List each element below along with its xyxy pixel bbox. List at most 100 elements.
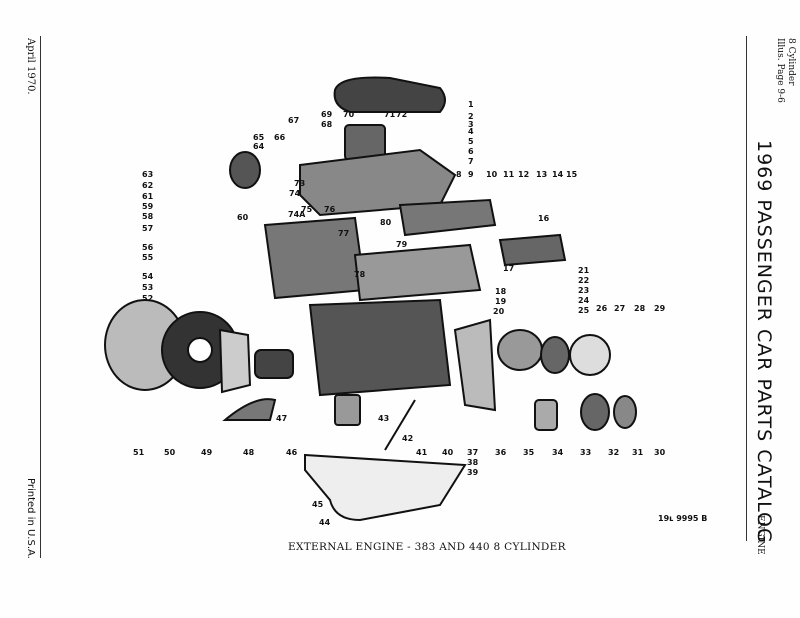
callout-30: 30 (654, 448, 666, 457)
callout-21: 21 (578, 266, 590, 275)
damper (613, 395, 637, 429)
flywheel-hub (187, 337, 213, 363)
callout-5: 5 (468, 137, 474, 146)
callout-80: 80 (380, 218, 392, 227)
alternator (229, 151, 261, 189)
callout-23: 23 (578, 286, 590, 295)
callout-58: 58 (142, 212, 154, 221)
callout-32: 32 (608, 448, 620, 457)
callout-11: 11 (503, 170, 515, 179)
callout-29: 29 (654, 304, 666, 313)
callout-3: 3 (468, 120, 474, 129)
callout-36: 36 (495, 448, 507, 457)
callout-33: 33 (580, 448, 592, 457)
callout-31: 31 (632, 448, 644, 457)
callout-10: 10 (486, 170, 498, 179)
oil-filter (534, 399, 558, 431)
callout-48: 48 (243, 448, 255, 457)
callout-7: 7 (468, 157, 474, 166)
callout-59: 59 (142, 202, 154, 211)
callout-1: 1 (468, 100, 474, 109)
adapter-plate (218, 328, 252, 394)
callout-44: 44 (319, 518, 331, 527)
callout-62: 62 (142, 181, 154, 190)
callout-9: 9 (468, 170, 474, 179)
callout-24: 24 (578, 296, 590, 305)
callout-47: 47 (276, 414, 288, 423)
callout-13: 13 (536, 170, 548, 179)
fuel-pump (334, 394, 361, 426)
callout-51: 51 (133, 448, 145, 457)
callout-12: 12 (518, 170, 530, 179)
callout-14: 14 (552, 170, 564, 179)
callout-25: 25 (578, 306, 590, 315)
callout-26: 26 (596, 304, 608, 313)
cylinder-head-left (263, 216, 367, 300)
callout-39: 39 (467, 468, 479, 477)
inspection-cover (222, 398, 277, 421)
callout-35: 35 (523, 448, 535, 457)
callout-50: 50 (164, 448, 176, 457)
callout-46: 46 (286, 448, 298, 457)
callout-72: 72 (396, 110, 408, 119)
callout-52: 52 (142, 294, 154, 303)
right-margin-rule (746, 36, 747, 541)
callout-54: 54 (142, 272, 154, 281)
timing-cover (453, 318, 497, 412)
callout-60: 60 (237, 213, 249, 222)
callout-67: 67 (288, 116, 300, 125)
exhaust-manifold (498, 233, 567, 267)
callout-79: 79 (396, 240, 408, 249)
callout-42: 42 (402, 434, 414, 443)
callout-56: 56 (142, 243, 154, 252)
callout-77: 77 (338, 229, 350, 238)
callout-74: 74 (289, 189, 301, 198)
callout-19: 19 (495, 297, 507, 306)
callout-40: 40 (442, 448, 454, 457)
callout-18: 18 (495, 287, 507, 296)
callout-8: 8 (456, 170, 462, 179)
callout-63: 63 (142, 170, 154, 179)
callout-55: 55 (142, 253, 154, 262)
engine-block (308, 298, 452, 397)
callout-69: 69 (321, 110, 333, 119)
fan-pulley-2 (569, 334, 611, 376)
callout-16: 16 (538, 214, 550, 223)
cylinder-head-right (353, 243, 482, 302)
callout-49: 49 (201, 448, 213, 457)
callout-22: 22 (578, 276, 590, 285)
callout-65: 65 (253, 133, 265, 142)
callout-15: 15 (566, 170, 578, 179)
callout-71: 71 (384, 110, 396, 119)
callout-75: 75 (301, 205, 313, 214)
callout-57: 57 (142, 224, 154, 233)
callout-76: 76 (324, 205, 336, 214)
callout-38: 38 (467, 458, 479, 467)
starter (254, 349, 294, 379)
callout-70: 70 (343, 110, 355, 119)
callout-34: 34 (552, 448, 564, 457)
figure-number: 19ʟ 9995 B (658, 514, 708, 523)
callout-20: 20 (493, 307, 505, 316)
callout-45: 45 (312, 500, 324, 509)
callout-6: 6 (468, 147, 474, 156)
dipstick-tube (384, 399, 416, 451)
damper-pulley (580, 393, 610, 431)
callout-66: 66 (274, 133, 286, 142)
callout-4: 4 (468, 127, 474, 136)
callout-43: 43 (378, 414, 390, 423)
callout-78: 78 (354, 270, 366, 279)
callout-41: 41 (416, 448, 428, 457)
callout-68: 68 (321, 120, 333, 129)
callout-64: 64 (253, 142, 265, 151)
callout-61: 61 (142, 192, 154, 201)
figure-caption: EXTERNAL ENGINE - 383 AND 440 8 CYLINDER (288, 541, 566, 553)
air-cleaner (333, 76, 446, 113)
callout-2: 2 (468, 112, 474, 121)
fan-pulley-1 (540, 336, 570, 374)
callout-74A: 74A (288, 210, 306, 219)
callout-27: 27 (614, 304, 626, 313)
callout-28: 28 (634, 304, 646, 313)
